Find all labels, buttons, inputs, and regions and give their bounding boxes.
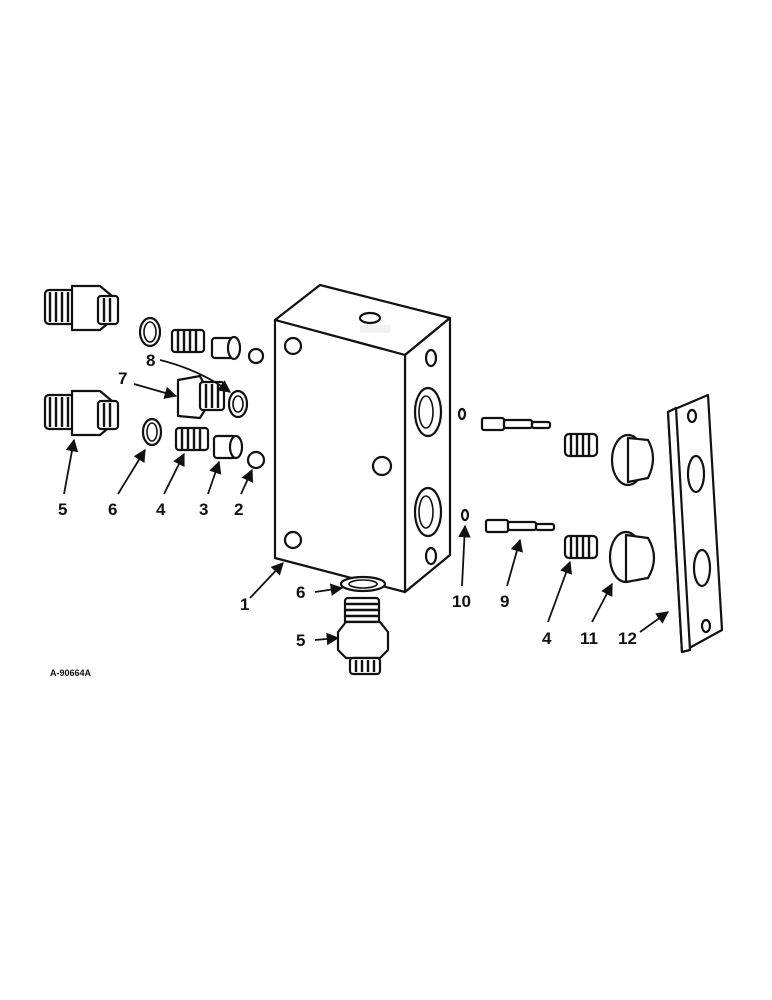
callout-3: 3 xyxy=(199,500,208,519)
callout-1: 1 xyxy=(240,595,249,614)
leader-lines xyxy=(63,359,670,646)
callout-5-left: 5 xyxy=(58,500,67,519)
bottom-fitting-assembly xyxy=(336,575,390,676)
callout-4-left: 4 xyxy=(156,500,166,519)
callout-6-bottom: 6 xyxy=(296,583,305,602)
callout-2: 2 xyxy=(234,500,243,519)
right-lower-assembly xyxy=(460,508,656,584)
right-upper-assembly xyxy=(457,407,655,487)
callout-9: 9 xyxy=(500,592,509,611)
callout-4-right: 4 xyxy=(542,629,552,648)
callout-11: 11 xyxy=(580,629,598,648)
callout-8: 8 xyxy=(146,351,155,370)
callout-labels: 5 6 4 3 2 7 8 1 6 5 10 9 4 11 12 A-90664… xyxy=(50,351,637,678)
fitting-5-upper xyxy=(43,284,120,332)
callout-7: 7 xyxy=(118,369,127,388)
upper-parts-row xyxy=(138,316,265,365)
callout-5-bottom: 5 xyxy=(296,631,305,650)
callout-12: 12 xyxy=(618,629,637,648)
cover-plate-part-12 xyxy=(666,393,724,654)
callout-10: 10 xyxy=(452,592,471,611)
middle-parts-row xyxy=(141,374,266,470)
callout-6-left: 6 xyxy=(108,500,117,519)
reference-code: A-90664A xyxy=(50,668,92,678)
fitting-5-lower xyxy=(43,389,120,437)
valve-body-part-1 xyxy=(273,283,452,594)
